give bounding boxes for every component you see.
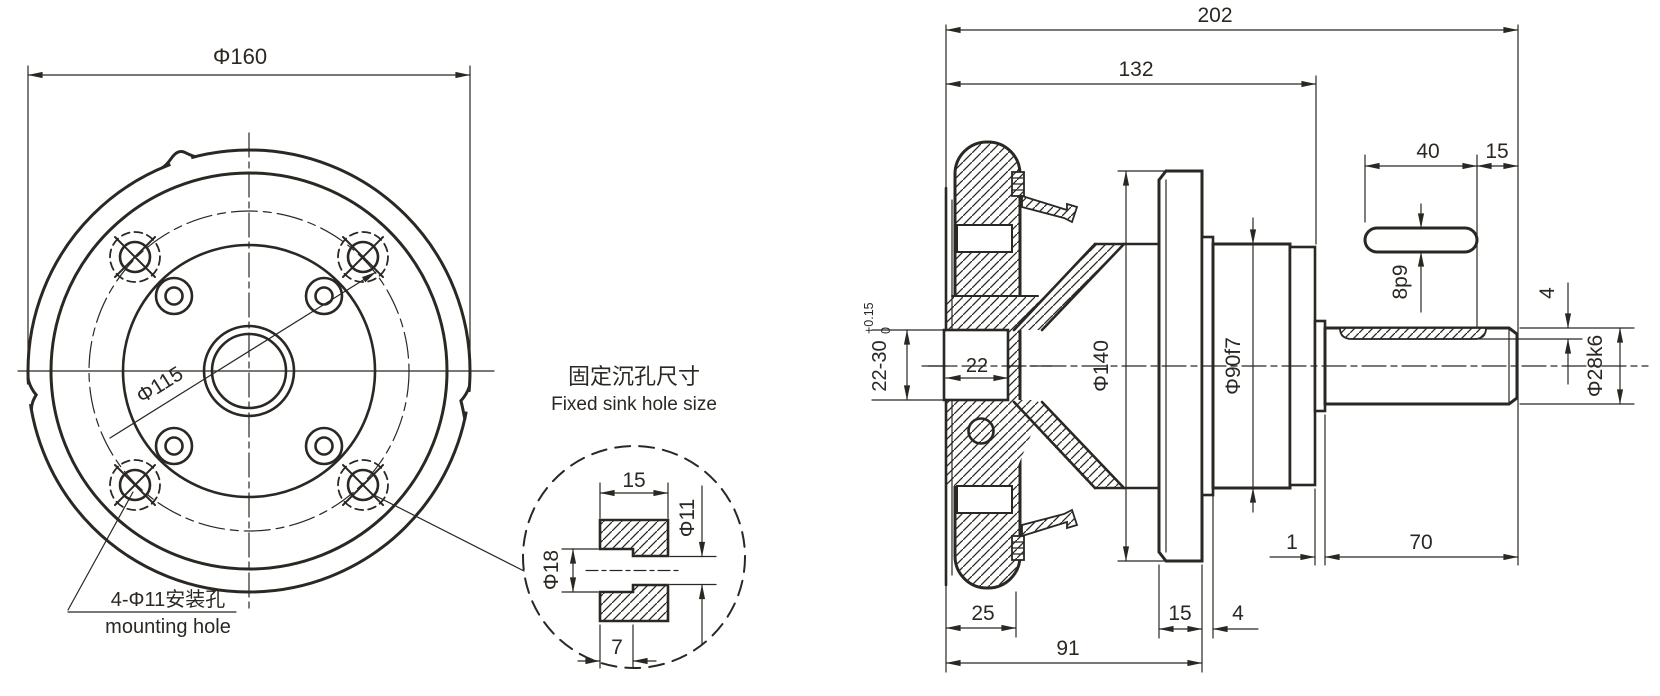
svg-text:Φ140: Φ140 (1090, 340, 1113, 392)
rim-lip-lower (1011, 508, 1079, 561)
svg-text:7: 7 (611, 636, 623, 659)
svg-text:4: 4 (1536, 287, 1559, 299)
svg-text:Φ18: Φ18 (540, 550, 563, 590)
cone-web-lower (1012, 402, 1124, 489)
dim-counterbore-diameter: Φ18 (540, 548, 599, 593)
mounting-hole (337, 231, 389, 283)
dim-spigot-diameter: Φ90f7 (1222, 217, 1257, 513)
svg-text:25: 25 (971, 602, 994, 625)
svg-text:70: 70 (1409, 531, 1432, 554)
dim-key-width: 8p9 (1389, 203, 1425, 313)
detail-leader (373, 494, 525, 572)
svg-text:202: 202 (1197, 4, 1232, 27)
hub-bore-circle (210, 332, 288, 410)
dim-flange-gap: 4 (1212, 494, 1259, 639)
dim-phi160: Φ160 (27, 44, 471, 374)
svg-text:0: 0 (879, 327, 893, 334)
rim-lip-upper (1011, 171, 1079, 224)
rim-notches (19, 149, 478, 421)
spigot-circle (121, 243, 377, 499)
svg-text:22-30: 22-30 (869, 340, 891, 391)
svg-text:132: 132 (1118, 58, 1153, 81)
svg-text:15: 15 (622, 469, 645, 492)
mounting-hole-note: 4-Φ11安装孔 mounting hole (67, 491, 237, 638)
hub-bore (942, 328, 1010, 402)
rim-groove-lower (956, 485, 1013, 514)
dim-hub-length: 91 (945, 637, 1203, 667)
counterbore-section-lower (598, 583, 670, 623)
dim-flange-diameter: Φ140 (1090, 170, 1165, 562)
mounting-hole (109, 459, 161, 511)
mounting-hole-note-zh: 4-Φ11安装孔 (111, 588, 226, 611)
dim-keyway-depth: 4 (1519, 282, 1635, 385)
dim-phi115: Φ115 (109, 271, 377, 439)
dim-shaft-length: 70 (1324, 414, 1519, 566)
dim-hub-bore: 22-30 +0.15 0 (862, 302, 945, 401)
svg-text:40: 40 (1416, 140, 1439, 163)
dim-flange-thickness: 15 (1158, 564, 1203, 673)
svg-text:15: 15 (1168, 602, 1191, 625)
dim-key-length: 40 (1364, 140, 1478, 327)
dim-counterbore-depth: 7 (577, 624, 657, 669)
small-holes (154, 276, 344, 466)
mounting-hole (109, 231, 161, 283)
svg-text:Φ28k6: Φ28k6 (1584, 335, 1607, 397)
bolt-circle (88, 210, 410, 532)
detail-boundary-circle (522, 445, 746, 669)
svg-text:22: 22 (966, 355, 988, 377)
detail-view: 固定沉孔尺寸 Fixed sink hole size 15 Φ11 (522, 364, 746, 669)
mounting-hole (337, 459, 389, 511)
dim-phi115-label: Φ115 (132, 362, 187, 408)
dim-pulley-width: 25 (945, 591, 1017, 638)
dim-collar-width: 1 (1269, 488, 1316, 566)
dim-shaft-diameter: Φ28k6 (1519, 327, 1635, 405)
rim-groove-upper (956, 224, 1013, 253)
set-screw (967, 417, 995, 445)
dim-shaft-end-offset: 15 (1476, 140, 1519, 170)
hub-outer-circle (202, 324, 296, 418)
dim-hub-bore-width: 22 (927, 355, 1053, 382)
keyway-section (1339, 327, 1487, 340)
mounting-holes (109, 231, 389, 511)
dim-hole-diameter: Φ11 (669, 485, 717, 645)
mounting-hole-note-en: mounting hole (105, 616, 231, 638)
svg-text:91: 91 (1056, 637, 1079, 660)
counterbore-section-upper (598, 518, 670, 558)
detail-title-zh: 固定沉孔尺寸 (568, 364, 700, 389)
svg-text:+0.15: +0.15 (862, 302, 876, 334)
svg-text:15: 15 (1485, 140, 1508, 163)
inner-rim-circle (49, 171, 449, 571)
dim-phi160-label: Φ160 (213, 44, 267, 69)
dim-body-length: 132 (945, 58, 1317, 245)
svg-text:4: 4 (1232, 602, 1244, 625)
svg-text:Φ11: Φ11 (676, 499, 699, 538)
cone-outline (1012, 242, 1161, 490)
dim-overall-length: 202 (945, 4, 1519, 34)
front-view: Φ160 Φ115 4-Φ11安装孔 mounting hole (17, 44, 525, 638)
svg-text:Φ90f7: Φ90f7 (1222, 337, 1245, 395)
key-slot (1363, 226, 1479, 254)
svg-text:8p9: 8p9 (1389, 264, 1412, 299)
side-view: 202 132 40 15 8p9 (862, 4, 1649, 673)
dim-counterbore-width: 15 (599, 469, 669, 519)
cone-web-upper (1012, 243, 1124, 330)
svg-text:1: 1 (1286, 531, 1298, 554)
detail-title-en: Fixed sink hole size (551, 394, 717, 415)
